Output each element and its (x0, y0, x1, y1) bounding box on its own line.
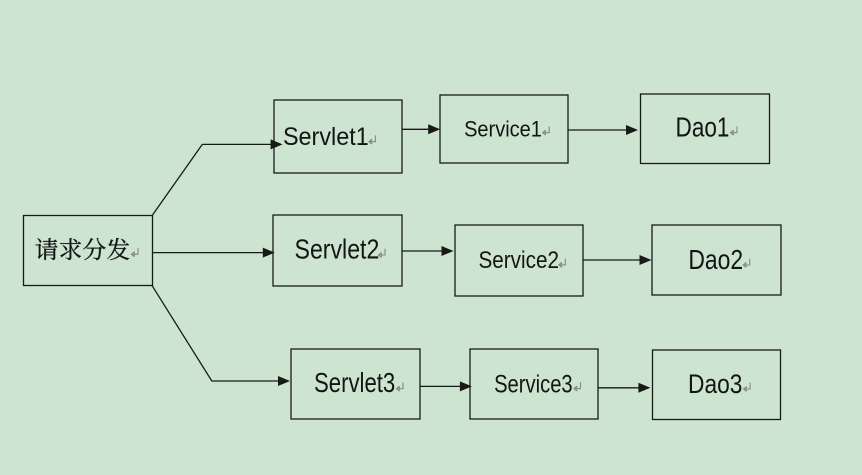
svg-text:Service1: Service1 (464, 118, 542, 142)
svg-text:Servlet3: Servlet3 (314, 368, 395, 399)
svg-text:Dao1: Dao1 (676, 112, 730, 143)
svg-text:Service3: Service3 (494, 370, 573, 397)
svg-text:Dao2: Dao2 (688, 245, 743, 276)
svg-text:Service2: Service2 (478, 247, 559, 274)
svg-text:Servlet2: Servlet2 (295, 235, 380, 265)
svg-text:Servlet1: Servlet1 (283, 123, 369, 151)
svg-text:Dao3: Dao3 (688, 370, 742, 399)
